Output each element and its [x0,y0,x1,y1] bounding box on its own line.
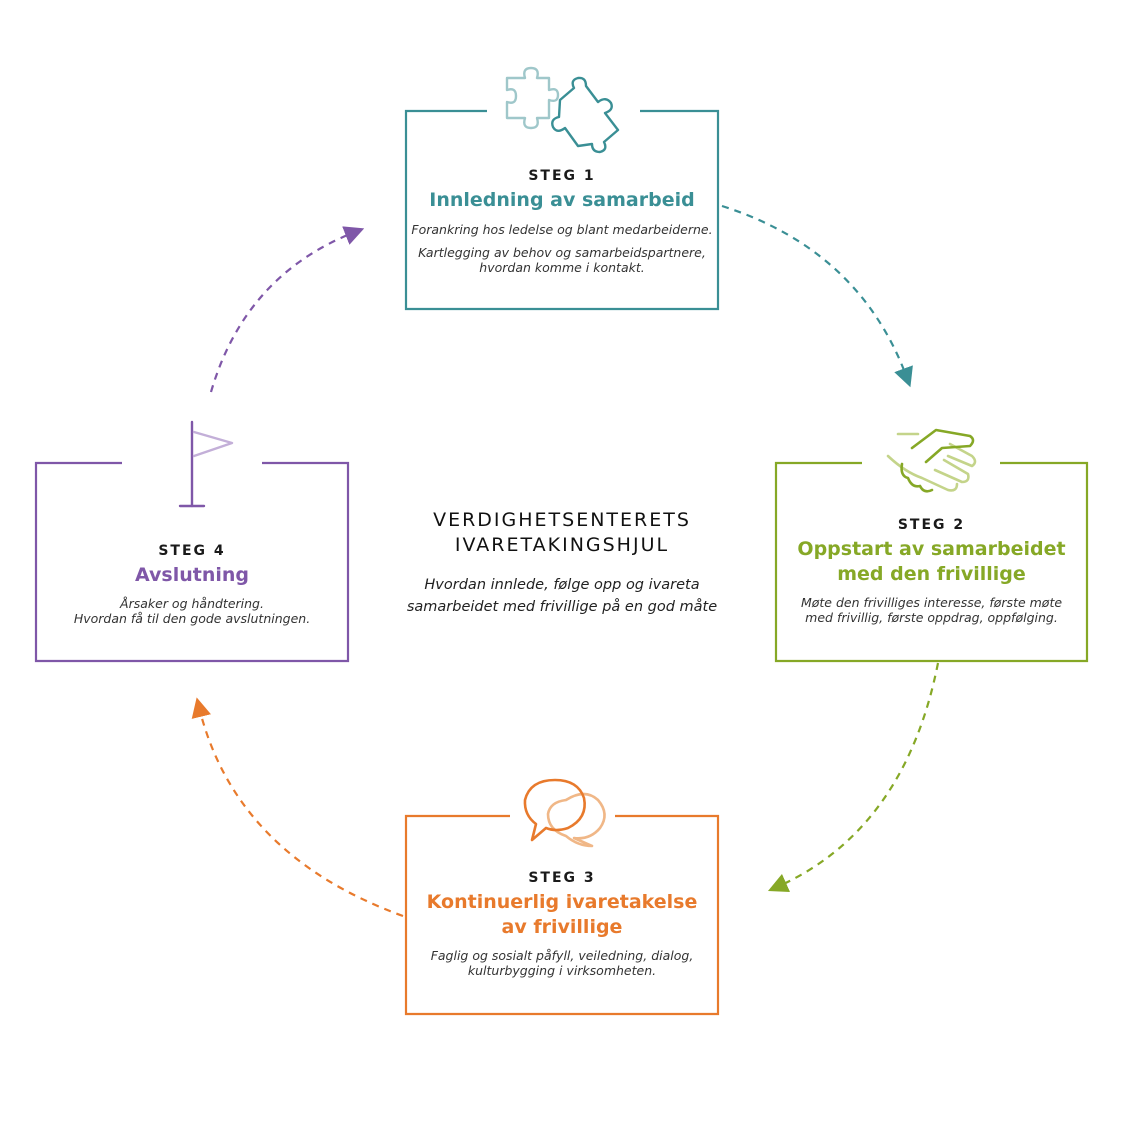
flag-icon [178,420,234,508]
arrow-step1-to-step2 [721,204,913,388]
arrow-step2-to-step3 [767,662,940,893]
step3-label: STEG 3 [528,870,596,886]
step4-box [34,461,350,663]
step1-box [404,109,720,311]
step3-description: Faglig og sosialt påfyll, veiledning, di… [430,948,694,978]
handshake-icon [886,428,977,493]
step4-label: STEG 4 [158,543,226,559]
arrow-step3-to-step4 [191,697,404,918]
step2-label: STEG 2 [897,517,966,533]
step4-description: Årsaker og håndtering. Hvordan få til de… [73,596,311,626]
center-subtitle: Hvordan innlede, følge opp og ivareta sa… [406,577,718,615]
step1-label: STEG 1 [528,168,596,184]
step4-title: Avslutning [134,564,249,586]
step2-title: Oppstart av samarbeidet med den frivilli… [797,538,1066,585]
step1-title: Innledning av samarbeid [429,189,695,211]
puzzle-icon [505,66,620,154]
step3-box [404,814,720,1016]
step1-description: Forankring hos ledelse og blant medarbei… [411,222,713,275]
speech-bubbles-icon [523,778,606,848]
center-caption: VERDIGHETSENTERETS IVARETAKINGSHJUL Hvor… [380,508,744,618]
center-title: VERDIGHETSENTERETS IVARETAKINGSHJUL [433,509,691,556]
step2-box [774,461,1089,663]
step2-card: STEG 2 Oppstart av samarbeidet med den f… [776,517,1087,625]
step1-card: STEG 1 Innledning av samarbeid Forankrin… [406,168,718,275]
step3-card: STEG 3 Kontinuerlig ivaretakelse av friv… [406,870,718,978]
step2-description: Møte den frivilliges interesse, første m… [800,595,1063,625]
arrow-step4-to-step1 [209,226,365,393]
step4-card: STEG 4 Avslutning Årsaker og håndtering.… [36,543,348,626]
step3-title: Kontinuerlig ivaretakelse av frivillige [426,891,698,938]
